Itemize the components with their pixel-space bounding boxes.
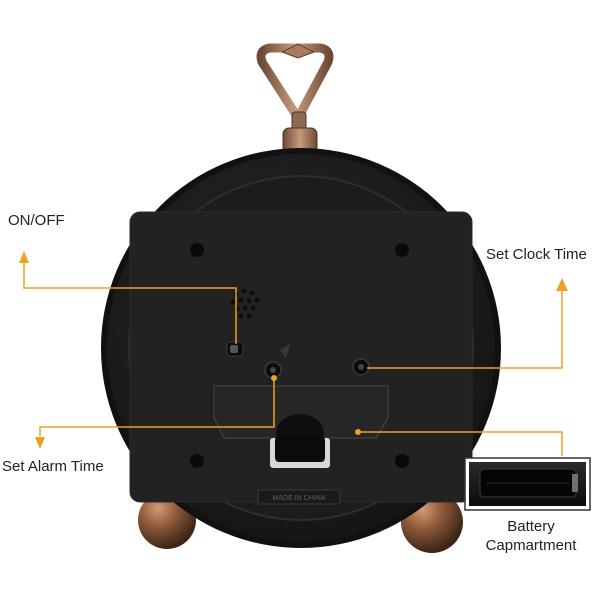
callout-on-off (23, 262, 237, 344)
battery-label-line2: Capmartment (485, 536, 577, 554)
battery-cover-outline (213, 385, 389, 439)
callout-dot (271, 375, 277, 381)
battery-label-line1: Battery (507, 518, 555, 535)
clock-handle (256, 43, 334, 155)
battery-cover-latch[interactable] (270, 414, 330, 468)
screw-hole (395, 454, 409, 468)
battery-compartment-inset (464, 457, 591, 511)
clock-body (101, 148, 501, 548)
callout-battery (358, 431, 563, 456)
set-clock-knob[interactable] (352, 358, 370, 376)
set-alarm-time-label: Set Alarm Time (2, 458, 104, 475)
callout-dot (355, 429, 361, 435)
speaker-grille (230, 288, 260, 319)
on-off-switch[interactable] (226, 341, 244, 357)
callout-set-clock (367, 290, 563, 369)
made-in-china-stamp: MADE IN CHINA (257, 489, 341, 505)
screw-hole (190, 454, 204, 468)
callout-set-alarm (39, 376, 275, 436)
screw-hole (395, 243, 409, 257)
on-off-label: ON/OFF (8, 212, 65, 229)
alarm-symbol-icon (280, 344, 290, 358)
arrow-down-icon (35, 437, 45, 449)
arrow-up-icon (19, 251, 29, 263)
screw-hole (190, 243, 204, 257)
set-clock-time-label: Set Clock Time (486, 246, 587, 263)
battery-compartment-label: Battery Capmartment (472, 518, 590, 556)
arrow-up-icon (556, 278, 568, 291)
callout-lines (23, 262, 563, 456)
svg-text:MADE IN CHINA: MADE IN CHINA (273, 495, 326, 502)
